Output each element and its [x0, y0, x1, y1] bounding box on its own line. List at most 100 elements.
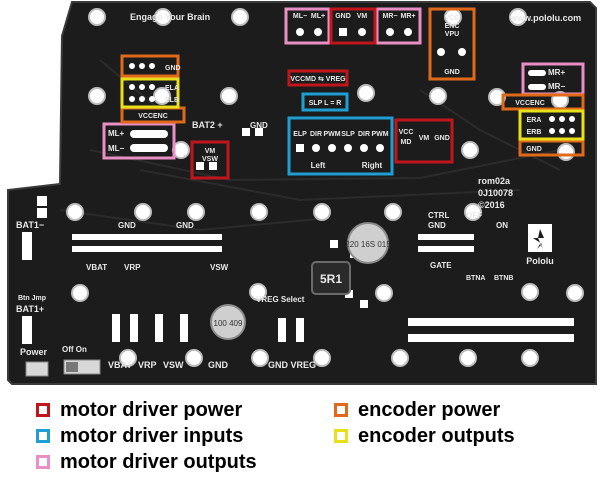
copyright: ©2016	[478, 200, 505, 210]
vcc-enc-gnd: GND	[444, 69, 460, 76]
driver-in-pwm-r: PWM	[371, 131, 388, 138]
vcc-enc-vcc: VCC	[445, 15, 460, 22]
on-label: ON	[496, 221, 508, 230]
power-switch-knob	[66, 362, 78, 372]
driver-in-pwm-l: PWM	[323, 131, 340, 138]
header-pads	[22, 128, 574, 344]
legend-item-motor-driver-power: motor driver power	[36, 398, 242, 422]
vsw-bottom-label: VSW	[163, 360, 184, 370]
inductor	[311, 261, 351, 295]
left-enc-gnd: GND	[165, 65, 181, 72]
callout-driver-inputs	[287, 116, 394, 176]
callout-slp	[301, 92, 349, 112]
callout-right-vccenc	[501, 93, 585, 111]
vbat-label: VBAT	[86, 263, 107, 272]
ml-top-plus: ML+	[311, 13, 325, 20]
ml-left-minus: ML−	[108, 144, 125, 153]
inductor-label: 5R1	[320, 272, 342, 286]
driver-in-slp: SLP	[341, 131, 355, 138]
mounting-holes	[66, 8, 584, 367]
legend-item-encoder-power: encoder power	[334, 398, 500, 422]
vm-top-gnd: GND	[335, 13, 351, 20]
callout-vm-vreg	[287, 69, 349, 87]
callout-vm-top	[329, 7, 377, 45]
vcc-md-gnd: GND	[434, 135, 450, 142]
vm-vsw-vsw: VSW	[202, 156, 218, 163]
callout-mr-top	[375, 7, 422, 45]
bat2-label: BAT2 +	[192, 120, 223, 130]
slogan: Engage Your Brain	[130, 12, 210, 22]
mr-right-minus: MR−	[548, 82, 565, 91]
driver-in-elp: ELP	[293, 131, 307, 138]
driver-left-label: Left	[311, 161, 326, 170]
vm-vsw-vm: VM	[205, 148, 216, 155]
callout-right-enc-out	[518, 109, 585, 141]
right-vccenc: VCCENC	[515, 100, 545, 107]
capacitor-bottom-label: 100 409	[214, 319, 243, 328]
legend-swatch-encoder-power	[334, 403, 348, 417]
gate-label: GATE	[430, 261, 452, 270]
callout-vcc-md	[394, 118, 454, 164]
vcc-enc-enc: ENC	[445, 23, 460, 30]
driver-in-dir-l: DIR	[310, 131, 322, 138]
gnd-label-4: GND	[428, 221, 446, 230]
legend: motor driver power motor driver inputs m…	[0, 392, 600, 480]
vbat-bottom-label: VBAT	[108, 360, 132, 370]
btn-jmp-label: Btn Jmp	[18, 295, 46, 302]
vrp-bottom-label: VRP	[138, 360, 157, 370]
btna-label: BTNA	[466, 275, 485, 282]
pcb-traces	[59, 59, 561, 232]
slp-label: SLP L = R	[309, 100, 342, 107]
driver-in-dir-r: DIR	[358, 131, 370, 138]
pololu-logo: Pololu	[526, 224, 554, 266]
legend-swatch-encoder-outputs	[334, 429, 348, 443]
legend-item-encoder-outputs: encoder outputs	[334, 424, 515, 448]
vrp-label: VRP	[124, 263, 141, 272]
legend-swatch-motor-driver-inputs	[36, 429, 50, 443]
legend-swatch-motor-driver-outputs	[36, 455, 50, 469]
mr-top-plus: MR+	[401, 13, 416, 20]
legend-item-motor-driver-inputs: motor driver inputs	[36, 424, 243, 448]
mr-top-minus: MR−	[383, 13, 398, 20]
off-on-label: Off On	[62, 345, 87, 354]
legend-swatch-motor-driver-power	[36, 403, 50, 417]
right-enc-era: ERA	[527, 117, 542, 124]
capacitor-bottom: 100 409	[210, 304, 246, 340]
legend-label-motor-driver-power: motor driver power	[60, 398, 243, 421]
callout-ml-top	[284, 7, 331, 45]
legend-label-motor-driver-outputs: motor driver outputs	[60, 450, 257, 473]
serial-number: 0J10078	[478, 188, 513, 198]
capacitor-top: 220 16S 015	[345, 222, 391, 264]
callout-vm-vsw	[190, 140, 230, 180]
vcc-md-vm: VM	[419, 135, 430, 142]
callout-left-enc-out	[120, 77, 180, 109]
callout-left-enc-gnd	[120, 54, 180, 78]
gnd-bottom-label: GND	[208, 360, 229, 370]
vm-vreg-label: VCCMD ⇆ VREG	[290, 75, 346, 83]
btnb-label: BTNB	[494, 275, 513, 282]
left-enc-elb: ELB	[165, 97, 179, 104]
pololu-logo-text: Pololu	[526, 256, 554, 266]
legend-item-motor-driver-outputs: motor driver outputs	[36, 450, 257, 474]
ml-top-minus: ML−	[293, 13, 307, 20]
power-button[interactable]	[25, 361, 49, 377]
right-enc-erb: ERB	[527, 129, 542, 136]
callout-ml-left	[102, 122, 176, 160]
legend-label-encoder-power: encoder power	[358, 398, 501, 421]
vcc-md-md: MD	[401, 139, 412, 146]
part-number: rom02a	[478, 176, 511, 186]
ctrl-label: CTRL	[428, 211, 449, 220]
callout-right-enc-gnd	[518, 139, 585, 157]
off-label: OFF	[466, 211, 482, 220]
left-enc-ela: ELA	[165, 85, 179, 92]
right-enc-gnd: GND	[526, 146, 542, 153]
gnd-label-1: GND	[118, 221, 136, 230]
callout-vcc-enc-top	[428, 7, 476, 81]
gnd-label-3: GND	[250, 121, 268, 130]
vm-top-vm: VM	[357, 13, 368, 20]
vreg-select-label: VREG Select	[256, 295, 305, 304]
bat1-neg-label: BAT1−	[16, 220, 44, 230]
vcc-md-vcc: VCC	[399, 129, 414, 136]
capacitor-top-label: 220 16S 015	[345, 240, 391, 249]
legend-label-motor-driver-inputs: motor driver inputs	[60, 424, 244, 447]
